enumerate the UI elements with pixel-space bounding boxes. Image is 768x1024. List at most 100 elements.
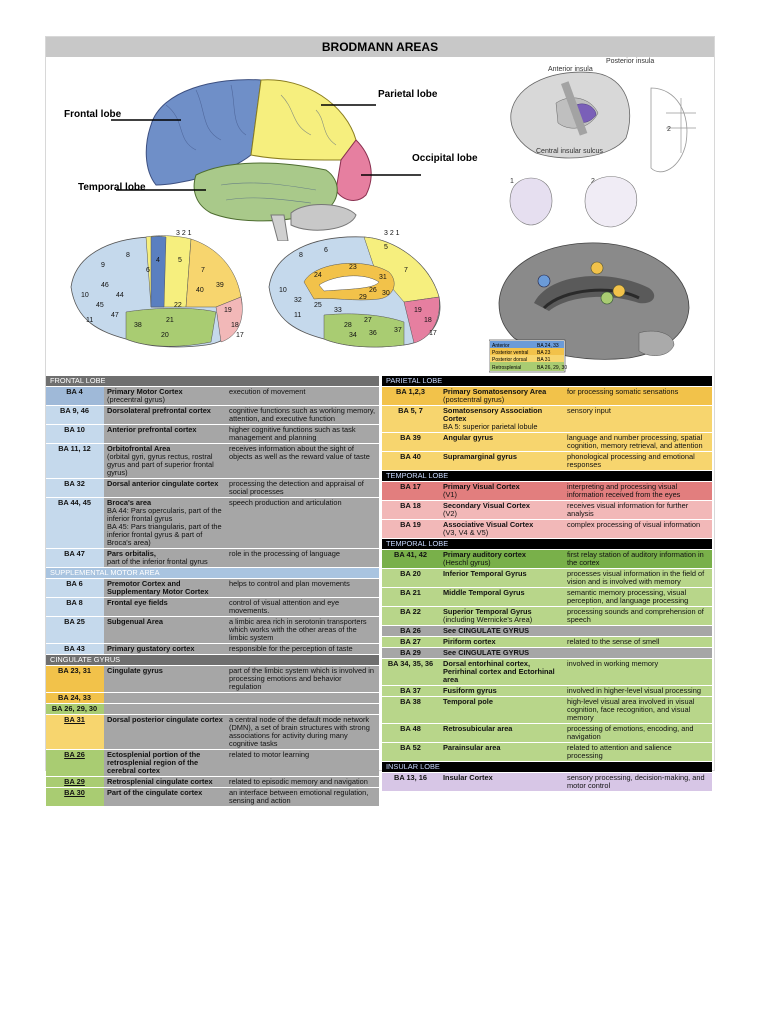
ba-number: BA 10 [46, 424, 104, 444]
function-text: cognitive functions such as working memo… [226, 405, 380, 425]
svg-text:38: 38 [134, 322, 142, 329]
ba-number: BA 31 [46, 714, 104, 750]
section-header: PARIETAL LOBE [382, 376, 713, 387]
svg-text:17: 17 [429, 330, 437, 337]
svg-text:4: 4 [156, 257, 160, 264]
svg-text:37: 37 [394, 327, 402, 334]
ba-number: BA 40 [382, 451, 440, 471]
ba-number: BA 26 [46, 749, 104, 777]
region-name: Subgenual Area [107, 617, 163, 626]
function-text: receives information about the sight of … [226, 443, 380, 479]
region-cell: See CINGULATE GYRUS [440, 647, 564, 659]
page-title: BRODMANN AREAS [46, 37, 714, 57]
region-cell: Superior Temporal Gyrus(including Wernic… [440, 606, 564, 626]
region-note: BA 44: Pars opercularis, part of the inf… [107, 506, 222, 523]
region-cell: Orbitofrontal Area(orbital gyri, gyrus r… [104, 443, 226, 479]
svg-text:44: 44 [116, 292, 124, 299]
ba-number: BA 21 [382, 587, 440, 607]
legend-posterior-dorsal-value: BA 31 [537, 357, 551, 363]
legend-retrosplenial-value: BA 26, 29, 30 [537, 365, 567, 371]
region-name: Insular Cortex [443, 773, 493, 782]
region-name: Dorsolateral prefrontal cortex [107, 406, 211, 415]
ba-number: BA 29 [382, 647, 440, 659]
region-note: (V1) [443, 490, 457, 499]
region-cell: Supramarginal gyrus [440, 451, 564, 471]
region-cell: Fusiform gyrus [440, 685, 564, 697]
region-name: Anterior prefrontal cortex [107, 425, 197, 434]
ba-number: BA 18 [382, 500, 440, 520]
svg-text:36: 36 [369, 330, 377, 337]
function-text: language and number processing, spatial … [564, 432, 713, 452]
region-name: Secondary Visual Cortex [443, 501, 530, 510]
section-header: CINGULATE GYRUS [46, 654, 380, 666]
region-note: (postcentral gyrus) [443, 395, 505, 404]
function-text: related to attention and salience proces… [564, 742, 713, 762]
ba-number: BA 38 [382, 696, 440, 724]
ba-number: BA 43 [46, 643, 104, 655]
region-cell: Primary gustatory cortex [104, 643, 226, 655]
region-name: Middle Temporal Gyrus [443, 588, 525, 597]
ba-number: BA 32 [46, 478, 104, 498]
svg-text:19: 19 [414, 307, 422, 314]
ba-number: BA 25 [46, 616, 104, 644]
legend-posterior-dorsal-name: Posterior dorsal [492, 357, 527, 363]
function-text: a central node of the default mode netwo… [226, 714, 380, 750]
region-cell: Parainsular area [440, 742, 564, 762]
function-text: for processing somatic sensations [564, 386, 713, 406]
function-text: processes visual information in the fiel… [564, 568, 713, 588]
section-header-label: TEMPORAL LOBE [382, 470, 713, 482]
region-cell: Primary auditory cortex(Heschl gyrus) [440, 549, 564, 569]
anterior-insula-label: Anterior insula [548, 66, 593, 73]
svg-text:18: 18 [424, 317, 432, 324]
section-header-label: INSULAR LOBE [382, 761, 713, 773]
parietal-lobe-label: Parietal lobe [378, 89, 438, 100]
region-name: Supramarginal gyrus [443, 452, 517, 461]
region-name: Primary auditory cortex [443, 550, 526, 559]
function-text: first relay station of auditory informat… [564, 549, 713, 569]
section-header: SUPPLEMENTAL MOTOR AREA [46, 567, 380, 579]
ba-number: BA 26, 29, 30 [46, 703, 104, 715]
ba-number: BA 4 [46, 386, 104, 406]
svg-text:22: 22 [174, 302, 182, 309]
function-text: interpreting and processing visual infor… [564, 481, 713, 501]
svg-text:6: 6 [324, 247, 328, 254]
region-cell: Secondary Visual Cortex(V2) [440, 500, 564, 520]
svg-text:24: 24 [314, 272, 322, 279]
central-insular-sulcus-label: Central insular sulcus [536, 148, 603, 155]
ba-number: BA 23, 31 [46, 665, 104, 693]
function-text: phonological processing and emotional re… [564, 451, 713, 471]
svg-text:34: 34 [349, 332, 357, 339]
anterior-marker [537, 274, 551, 288]
region-cell [104, 692, 226, 704]
region-name: Premotor Cortex and Supplementary Motor … [107, 579, 209, 596]
region-name: See CINGULATE GYRUS [443, 626, 530, 635]
label-2-top: 2 [667, 126, 671, 133]
section-header-label: PARIETAL LOBE [382, 376, 713, 387]
region-name: Parainsular area [443, 743, 501, 752]
region-cell: Part of the cingulate cortex [104, 787, 226, 807]
ba-number: BA 47 [46, 548, 104, 568]
function-text: higher cognitive functions such as task … [226, 424, 380, 444]
svg-text:19: 19 [224, 307, 232, 314]
function-text: processing of emotions, encoding, and na… [564, 723, 713, 743]
region-name: Somatosensory Association Cortex [443, 406, 543, 423]
svg-text:31: 31 [379, 274, 387, 281]
svg-text:8: 8 [299, 252, 303, 259]
svg-text:5: 5 [384, 244, 388, 251]
section-header: INSULAR LOBE [382, 761, 713, 773]
